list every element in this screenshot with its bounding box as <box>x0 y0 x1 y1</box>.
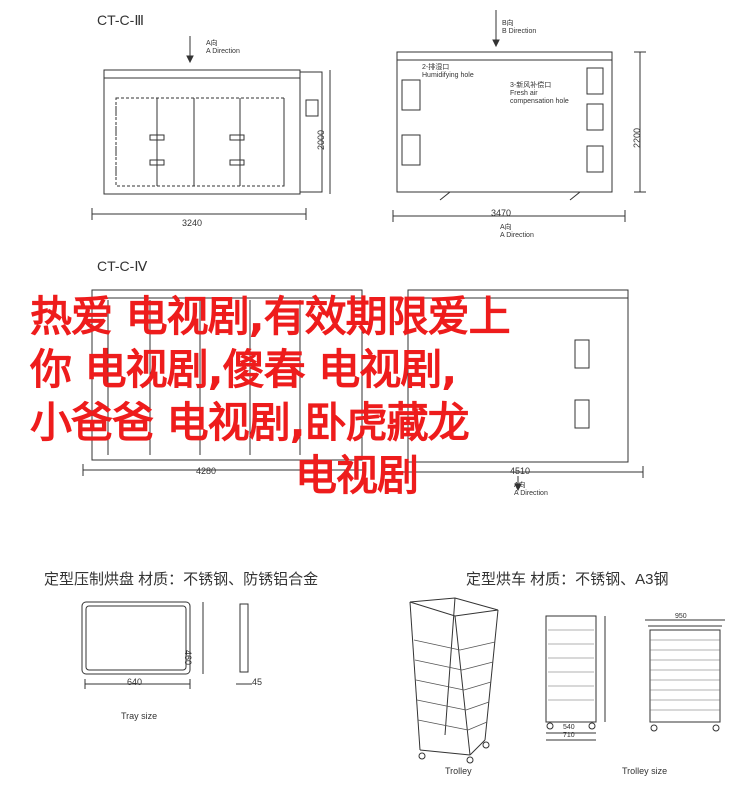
ct-c-3-side-height-dimension: 2200 <box>632 127 642 148</box>
overlay-line-1: 热爱 电视剧,有效期限爱上 <box>30 292 511 341</box>
trolley-dim-950: 950 <box>675 613 687 620</box>
ct-c-3-height-dimension: 2000 <box>316 129 326 150</box>
trolley-perspective-drawing <box>409 597 499 764</box>
ct-c-4-width-dimension: 4280 <box>196 466 217 476</box>
humidifying-hole-label: 2-排湿口 Humidifying hole <box>422 64 474 79</box>
ct-c-4-side-width-dimension: 4510 <box>510 466 531 476</box>
tray-height-dimension: 460 <box>183 650 193 666</box>
ct-c-3-side-view <box>392 10 646 222</box>
overlay-text: 热爱 电视剧,有效期限爱上 你 电视剧,傻春 电视剧, 小爸爸 电视剧,卧虎藏龙… <box>30 290 670 502</box>
fresh-air-hole-label: 3-新风补偿口 Fresh air compensation hole <box>510 82 569 105</box>
overlay-line-4: 电视剧 <box>295 451 419 500</box>
ct-c-3-b-direction-label: B向 B Direction <box>502 20 537 35</box>
tray-width-dimension: 640 <box>127 677 143 687</box>
tray-depth-dimension: 45 <box>252 677 263 687</box>
ct-c-4-model-label: CT-C-Ⅳ <box>97 258 148 274</box>
ct-c-3-front-view <box>91 36 331 220</box>
trolley-caption: Trolley <box>445 766 472 776</box>
overlay-line-3: 小爸爸 电视剧,卧虎藏龙 <box>30 398 470 447</box>
ct-c-3-model-label: CT-C-Ⅲ <box>97 12 144 28</box>
overlay-line-2: 你 电视剧,傻春 电视剧, <box>30 345 457 394</box>
trolley-dim-710: 710 <box>563 732 575 739</box>
ct-c-3-width-dimension: 3240 <box>182 218 203 228</box>
tray-drawing <box>81 601 252 689</box>
ct-c-4-a-direction-label: A向 A Direction <box>514 482 548 497</box>
ct-c-3-side-width-dimension: 3470 <box>491 208 512 218</box>
tray-caption: Tray size <box>121 711 158 721</box>
ct-c-4-front-view <box>82 289 366 476</box>
ct-c-3-a-direction-label: A向 A Direction <box>206 40 240 55</box>
ct-c-3-side-a-direction-label: A向 A Direction <box>500 224 534 239</box>
trolley-size-caption: Trolley size <box>622 766 668 776</box>
tray-heading: 定型压制烘盘 材质：不锈钢、防锈铝合金 <box>44 571 319 588</box>
trolley-side-drawing <box>645 619 725 732</box>
ct-c-4-side-view <box>392 289 644 492</box>
trolley-dim-540: 540 <box>563 724 575 731</box>
trolley-heading: 定型烘车 材质：不锈钢、A3钢 <box>466 571 669 588</box>
trolley-front-drawing <box>545 615 606 741</box>
